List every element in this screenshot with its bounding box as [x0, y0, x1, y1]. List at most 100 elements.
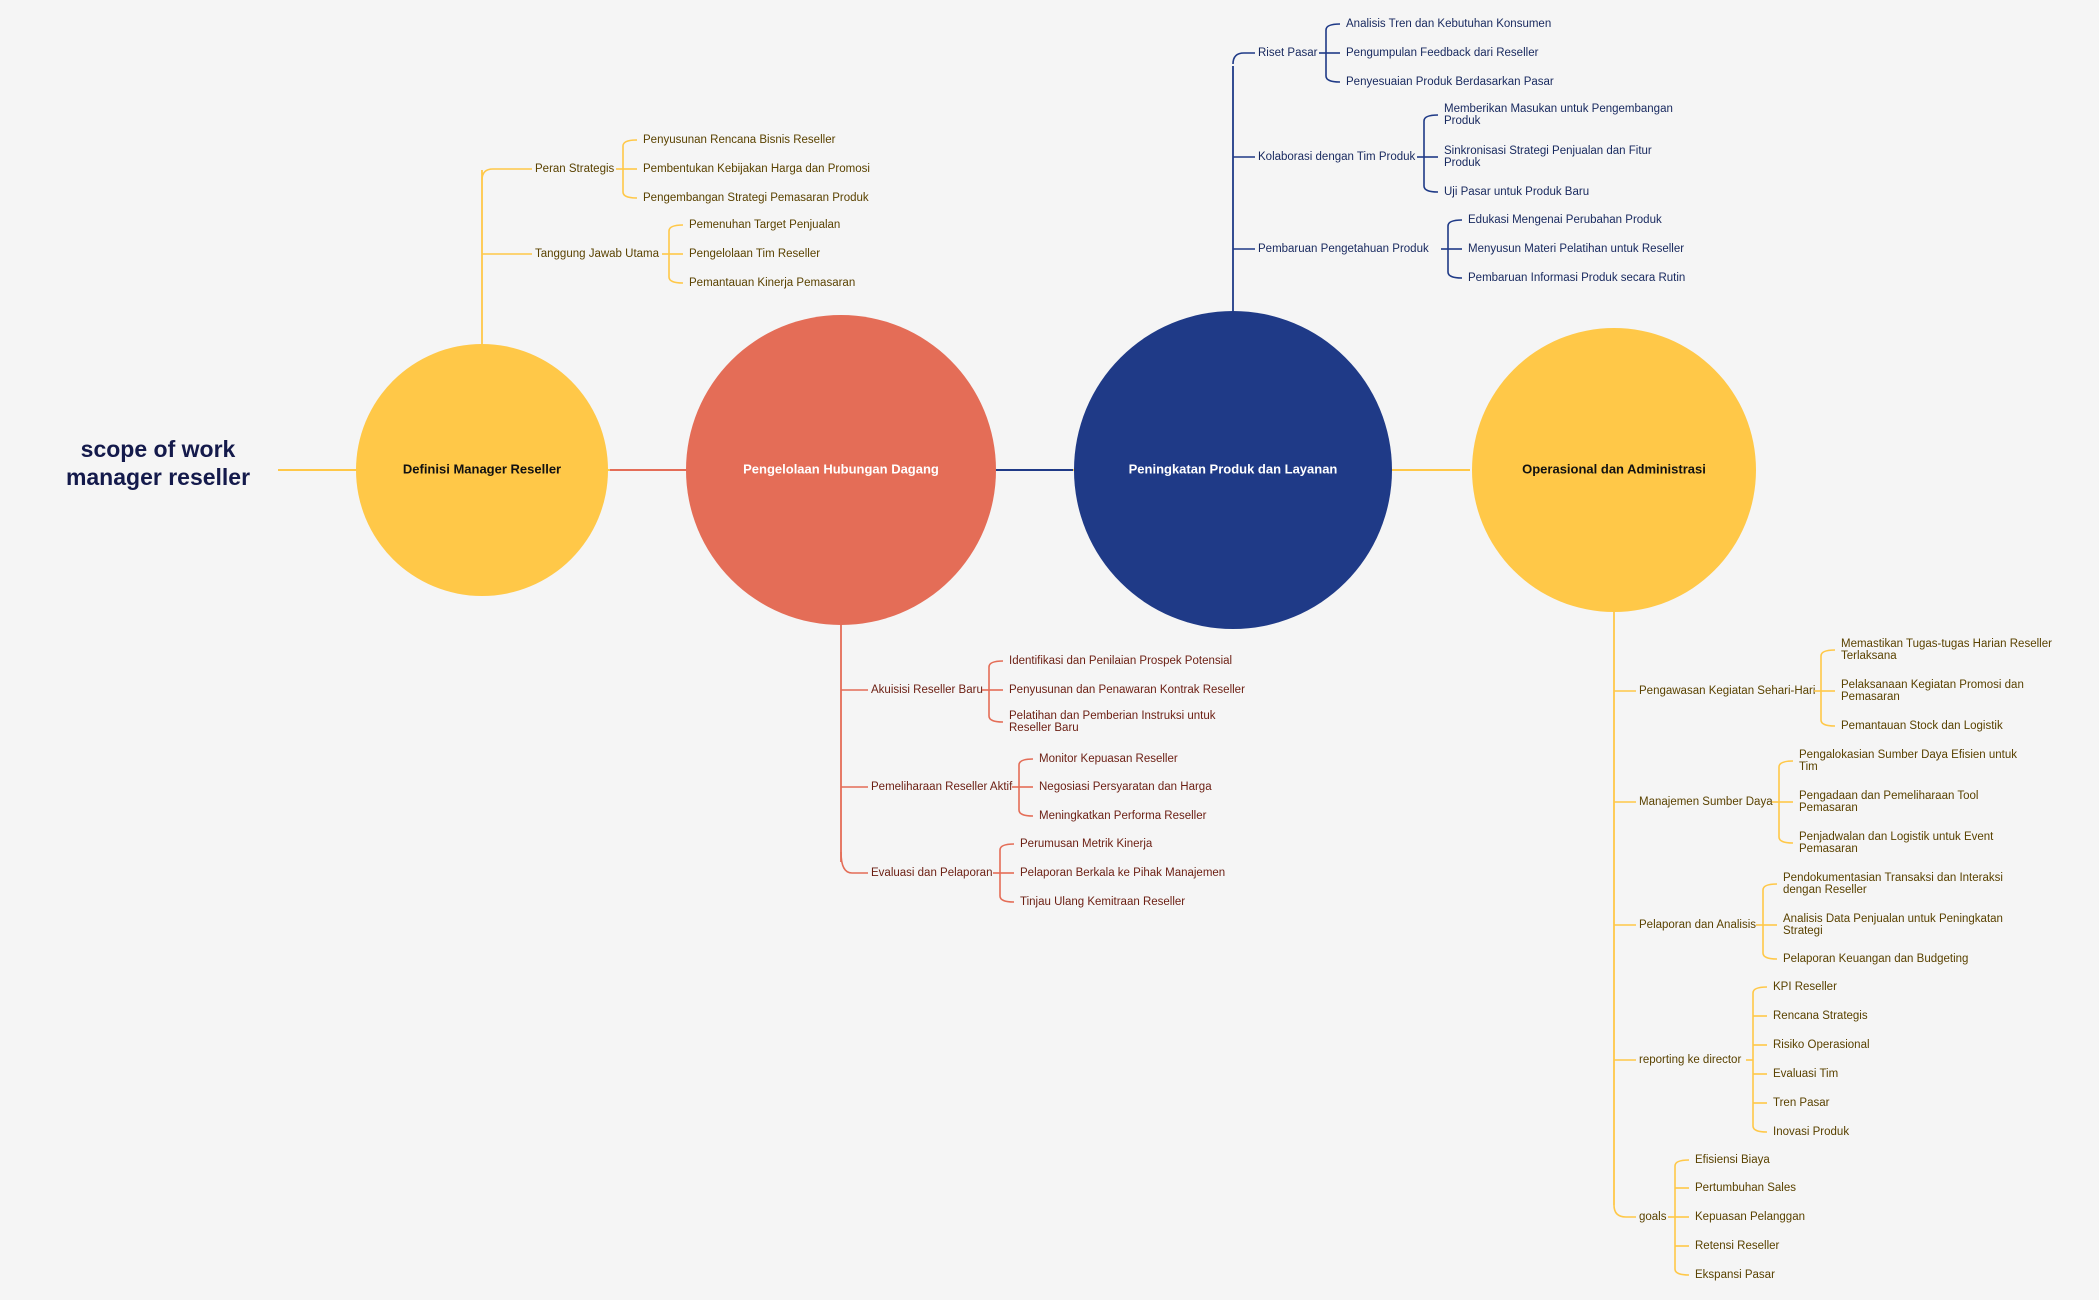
leaf-label-line: Reseller Baru — [1009, 722, 1079, 734]
leaf-label: Meningkatkan Performa Reseller — [1039, 810, 1207, 822]
bracket-line — [988, 660, 1004, 723]
leaf-label-line: Memastikan Tugas-tugas Harian Reseller — [1841, 638, 2052, 650]
leaf-label-line: Pelaporan Keuangan dan Budgeting — [1783, 953, 1968, 965]
leaf-label-line: Inovasi Produk — [1773, 1126, 1849, 1138]
bracket-line — [1762, 883, 1778, 960]
leaf-label-line: Pemasaran — [1841, 691, 1900, 703]
leaf-label-line: dengan Reseller — [1783, 884, 1867, 896]
node-circle-definisi[interactable] — [356, 344, 608, 596]
leaf-label: Kepuasan Pelanggan — [1695, 1211, 1805, 1223]
leaf-label: Pengumpulan Feedback dari Reseller — [1346, 47, 1539, 59]
leaf-label-line: Tinjau Ulang Kemitraan Reseller — [1020, 896, 1185, 908]
node-label-hubungan: Pengelolaan Hubungan Dagang — [743, 461, 939, 476]
branch-label: goals — [1639, 1211, 1667, 1223]
node-label-produk: Peningkatan Produk dan Layanan — [1129, 461, 1338, 476]
leaf-label: Menyusun Materi Pelatihan untuk Reseller — [1468, 243, 1684, 255]
leaf-label-line: Penyesuaian Produk Berdasarkan Pasar — [1346, 76, 1554, 88]
node-circle-hubungan[interactable] — [686, 315, 996, 625]
branch-label: Kolaborasi dengan Tim Produk — [1258, 151, 1416, 163]
leaf-label-line: Penjadwalan dan Logistik untuk Event — [1799, 831, 1994, 843]
leaf-label-line: Pemasaran — [1799, 843, 1858, 855]
leaf-label-line: Pengembangan Strategi Pemasaran Produk — [643, 192, 869, 204]
leaf-label: Negosiasi Persyaratan dan Harga — [1039, 781, 1212, 793]
branch-label: Akuisisi Reseller Baru — [871, 684, 983, 696]
leaf-label: Tren Pasar — [1773, 1097, 1830, 1109]
connector-curve — [1232, 52, 1255, 65]
leaf-label-line: Tren Pasar — [1773, 1097, 1830, 1109]
leaf-label-line: Identifikasi dan Penilaian Prospek Poten… — [1009, 655, 1232, 667]
leaf-label: Pelaporan Berkala ke Pihak Manajemen — [1020, 867, 1225, 879]
leaf-label-line: Edukasi Mengenai Perubahan Produk — [1468, 214, 1662, 226]
node-label-produk-line: Peningkatan Produk dan Layanan — [1129, 461, 1338, 476]
leaf-label: Penyusunan dan Penawaran Kontrak Reselle… — [1009, 684, 1245, 696]
leaf-label-line: Ekspansi Pasar — [1695, 1269, 1775, 1281]
leaf-label-line: Efisiensi Biaya — [1695, 1154, 1770, 1166]
leaf-label: Sinkronisasi Strategi Penjualan dan Fitu… — [1444, 145, 1652, 169]
node-label-operasional-line: Operasional dan Administrasi — [1522, 461, 1706, 476]
branch-label: Pembaruan Pengetahuan Produk — [1258, 243, 1429, 255]
leaf-label: Risiko Operasional — [1773, 1039, 1870, 1051]
leaf-label-line: Pelatihan dan Pemberian Instruksi untuk — [1009, 710, 1216, 722]
leaf-label-line: KPI Reseller — [1773, 981, 1837, 993]
leaf-label: Pembaruan Informasi Produk secara Rutin — [1468, 272, 1685, 284]
branch-label: Pemeliharaan Reseller Aktif — [871, 781, 1013, 793]
leaf-label: KPI Reseller — [1773, 981, 1837, 993]
leaf-label: Monitor Kepuasan Reseller — [1039, 753, 1178, 765]
leaf-label: Tinjau Ulang Kemitraan Reseller — [1020, 896, 1185, 908]
leaf-label-line: Strategi — [1783, 925, 1823, 937]
node-circle-produk[interactable] — [1074, 311, 1392, 629]
leaf-label-line: Produk — [1444, 115, 1481, 127]
leaf-label: Inovasi Produk — [1773, 1126, 1849, 1138]
leaf-label: Evaluasi Tim — [1773, 1068, 1838, 1080]
leaf-label-line: Perumusan Metrik Kinerja — [1020, 838, 1153, 850]
leaf-label: Analisis Tren dan Kebutuhan Konsumen — [1346, 18, 1551, 30]
leaf-label: Ekspansi Pasar — [1695, 1269, 1775, 1281]
bracket-line — [1820, 649, 1836, 727]
page-title-line: manager reseller — [66, 464, 250, 490]
leaf-label-line: Penyusunan Rencana Bisnis Reseller — [643, 134, 836, 146]
branch-label: Peran Strategis — [535, 163, 615, 175]
leaf-label: Pengelolaan Tim Reseller — [689, 248, 820, 260]
leaf-label-line: Terlaksana — [1841, 650, 1897, 662]
page-title-line: scope of work — [81, 436, 236, 462]
leaf-label-line: Pemasaran — [1799, 802, 1858, 814]
branch-label: Manajemen Sumber Daya — [1639, 796, 1773, 808]
bracket-line — [1752, 986, 1768, 1133]
branch-label-line: Pemeliharaan Reseller Aktif — [871, 781, 1013, 793]
leaf-label-line: Pengadaan dan Pemeliharaan Tool — [1799, 790, 1978, 802]
branch-label-line: reporting ke director — [1639, 1054, 1741, 1066]
leaf-label-line: Menyusun Materi Pelatihan untuk Reseller — [1468, 243, 1684, 255]
leaf-label: Pelaporan Keuangan dan Budgeting — [1783, 953, 1968, 965]
leaf-label-line: Memberikan Masukan untuk Pengembangan — [1444, 103, 1673, 115]
leaf-label-line: Pengumpulan Feedback dari Reseller — [1346, 47, 1539, 59]
branch-label-line: Pembaruan Pengetahuan Produk — [1258, 243, 1429, 255]
leaf-label-line: Produk — [1444, 157, 1481, 169]
leaf-label-line: Pemenuhan Target Penjualan — [689, 219, 840, 231]
leaf-label-line: Pembaruan Informasi Produk secara Rutin — [1468, 272, 1685, 284]
leaf-label-line: Evaluasi Tim — [1773, 1068, 1838, 1080]
branch-label: Pengawasan Kegiatan Sehari-Hari — [1639, 685, 1815, 697]
leaf-label-line: Pertumbuhan Sales — [1695, 1182, 1796, 1194]
leaf-label: Pembentukan Kebijakan Harga dan Promosi — [643, 163, 870, 175]
leaf-label-line: Risiko Operasional — [1773, 1039, 1870, 1051]
leaf-label-line: Pendokumentasian Transaksi dan Interaksi — [1783, 872, 2003, 884]
leaf-label-line: Meningkatkan Performa Reseller — [1039, 810, 1207, 822]
leaf-label-line: Kepuasan Pelanggan — [1695, 1211, 1805, 1223]
branch-label-line: Tanggung Jawab Utama — [535, 248, 660, 260]
branch-label: Evaluasi dan Pelaporan — [871, 867, 992, 879]
leaf-label-line: Tim — [1799, 761, 1818, 773]
leaf-label-line: Pemantauan Stock dan Logistik — [1841, 720, 2003, 732]
branch-label: Riset Pasar — [1258, 47, 1318, 59]
leaf-label-line: Penyusunan dan Penawaran Kontrak Reselle… — [1009, 684, 1245, 696]
leaf-label: Pemantauan Kinerja Pemasaran — [689, 277, 855, 289]
node-circle-operasional[interactable] — [1472, 328, 1756, 612]
connector-curve — [1613, 1204, 1636, 1218]
branch-label-line: Pelaporan dan Analisis — [1639, 919, 1756, 931]
leaf-label: Retensi Reseller — [1695, 1240, 1780, 1252]
leaf-label-line: Pelaporan Berkala ke Pihak Manajemen — [1020, 867, 1225, 879]
